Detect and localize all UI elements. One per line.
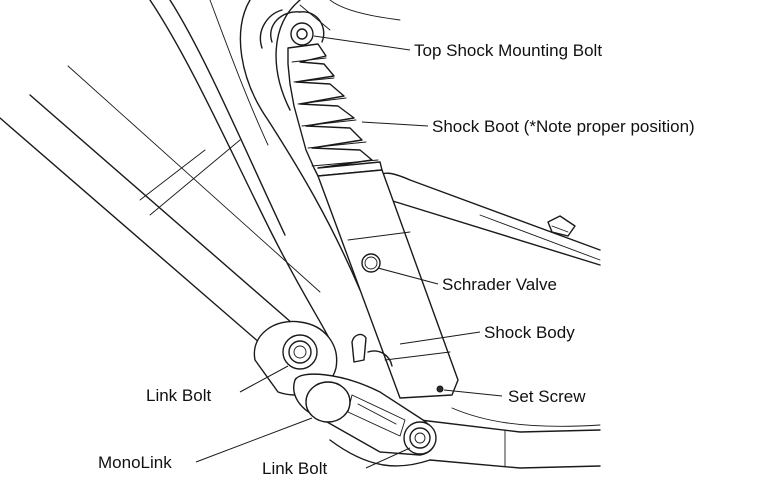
label-top-shock-mounting-bolt: Top Shock Mounting Bolt <box>414 41 602 60</box>
label-shock-boot: Shock Boot (*Note proper position) <box>432 117 695 136</box>
label-link-bolt-bottom: Link Bolt <box>262 459 327 478</box>
monolink-icon <box>305 381 351 423</box>
callout-labels: Top Shock Mounting Bolt Shock Boot (*Not… <box>98 41 695 478</box>
leader-shock-boot <box>361 121 429 127</box>
link-bolt-left-icon <box>288 340 312 364</box>
leader-monolink <box>195 417 313 463</box>
leader-link-bolt-left <box>239 365 289 393</box>
label-link-bolt-left: Link Bolt <box>146 386 211 405</box>
link-bolt-bottom-icon <box>409 427 431 449</box>
leader-set-screw <box>443 389 503 397</box>
label-set-screw: Set Screw <box>508 387 586 406</box>
set-screw-icon <box>436 385 444 393</box>
shock-boot-icon <box>287 43 383 177</box>
leader-link-bolt-bottom <box>365 447 411 469</box>
frame-linework <box>0 0 601 469</box>
monolink <box>293 373 437 456</box>
leader-schrader-valve <box>377 267 439 285</box>
leader-lines <box>195 35 503 469</box>
top-shock-mounting-bolt-icon <box>290 22 314 46</box>
leader-shock-body <box>399 331 481 345</box>
label-schrader-valve: Schrader Valve <box>442 275 557 294</box>
leader-top-shock-mounting-bolt <box>313 35 411 51</box>
label-monolink: MonoLink <box>98 453 172 472</box>
label-shock-body: Shock Body <box>484 323 575 342</box>
